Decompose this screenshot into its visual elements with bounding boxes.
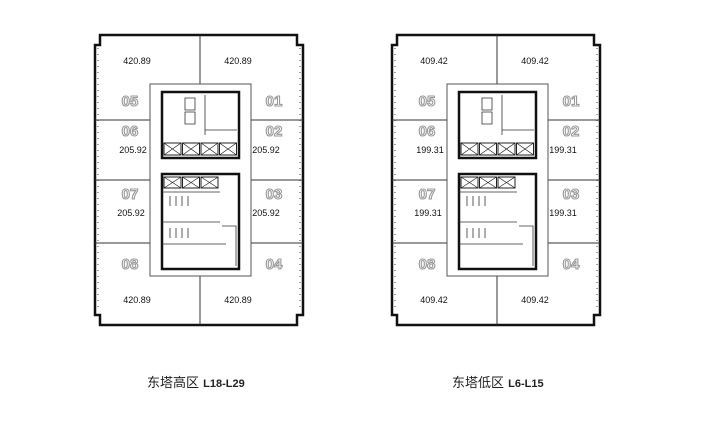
unit-area-07: 199.31 xyxy=(414,208,442,218)
elevator-cross xyxy=(497,176,516,189)
unit-label-04: 04 xyxy=(266,256,283,273)
elevator-shaft xyxy=(460,142,479,156)
elevator-shaft xyxy=(479,142,497,156)
elevator-cross xyxy=(497,142,516,156)
unit-area-06: 205.92 xyxy=(119,145,147,155)
unit-label-07: 07 xyxy=(122,186,139,203)
elevator-shaft xyxy=(200,176,219,189)
floor-plan-2: 01 409.42 02 199.31 03 199.31 04 409.42 05 409.42… xyxy=(390,33,602,327)
unit-area-04: 409.42 xyxy=(521,295,549,305)
caption-levels: L18-L29 xyxy=(203,378,245,390)
unit-area-08: 409.42 xyxy=(420,295,448,305)
elevator-shaft xyxy=(163,176,182,189)
unit-label-01: 01 xyxy=(563,93,580,110)
unit-area-05: 420.89 xyxy=(123,56,151,66)
elevator-cross xyxy=(479,142,497,156)
exterior-wall xyxy=(390,33,602,327)
unit-area-02: 199.31 xyxy=(549,145,577,155)
unit-label-02: 02 xyxy=(563,123,580,140)
unit-area-01: 420.89 xyxy=(224,56,252,66)
unit-label-05: 05 xyxy=(122,93,139,110)
unit-area-05: 409.42 xyxy=(420,56,448,66)
unit-label-05: 05 xyxy=(419,93,436,110)
elevator-shaft xyxy=(460,176,479,189)
unit-label-04: 04 xyxy=(563,256,580,273)
elevator-shaft xyxy=(182,176,200,189)
elevator-shaft xyxy=(479,176,497,189)
unit-label-03: 03 xyxy=(563,186,580,203)
elevator-cross xyxy=(200,142,219,156)
unit-area-04: 420.89 xyxy=(224,295,252,305)
unit-label-08: 08 xyxy=(122,256,139,273)
unit-area-07: 205.92 xyxy=(117,208,145,218)
caption-high-zone: 东塔高区 L18-L29 xyxy=(147,372,245,391)
elevator-shaft xyxy=(516,142,534,156)
elevator-cross xyxy=(163,142,182,156)
core-lower xyxy=(457,172,538,271)
caption-title: 东塔高区 xyxy=(147,376,200,391)
unit-label-07: 07 xyxy=(419,186,436,203)
unit-label-06: 06 xyxy=(122,123,139,140)
exterior-wall xyxy=(93,33,305,327)
core-details xyxy=(459,95,534,266)
elevator-cross xyxy=(516,142,534,156)
caption-low-zone: 东塔低区 L6-L15 xyxy=(452,372,544,391)
unit-area-06: 199.31 xyxy=(416,145,444,155)
caption-levels: L6-L15 xyxy=(508,378,544,390)
unit-area-08: 420.89 xyxy=(123,295,151,305)
floor-plan-1: 01 420.89 02 205.92 03 205.92 04 420.89 05 420.89… xyxy=(93,33,305,327)
core-details xyxy=(162,95,237,266)
unit-area-01: 409.42 xyxy=(521,56,549,66)
elevator-shaft xyxy=(219,142,237,156)
elevator-cross xyxy=(219,142,237,156)
elevator-cross xyxy=(182,142,200,156)
elevator-cross xyxy=(182,176,200,189)
elevator-cross xyxy=(460,142,479,156)
elevator-shaft xyxy=(200,142,219,156)
elevator-cross xyxy=(479,176,497,189)
elevator-cross xyxy=(200,176,219,189)
elevator-cross xyxy=(460,176,479,189)
elevator-cross xyxy=(163,176,182,189)
unit-label-01: 01 xyxy=(266,93,283,110)
elevator-shaft xyxy=(497,176,516,189)
unit-label-08: 08 xyxy=(419,256,436,273)
unit-label-03: 03 xyxy=(266,186,283,203)
elevator-shaft xyxy=(182,142,200,156)
unit-area-03: 205.92 xyxy=(252,208,280,218)
caption-title: 东塔低区 xyxy=(452,376,505,391)
core-lower xyxy=(160,172,241,271)
unit-label-02: 02 xyxy=(266,123,283,140)
elevator-shaft xyxy=(163,142,182,156)
unit-area-03: 199.31 xyxy=(549,208,577,218)
unit-area-02: 205.92 xyxy=(252,145,280,155)
elevator-shaft xyxy=(497,142,516,156)
unit-label-06: 06 xyxy=(419,123,436,140)
